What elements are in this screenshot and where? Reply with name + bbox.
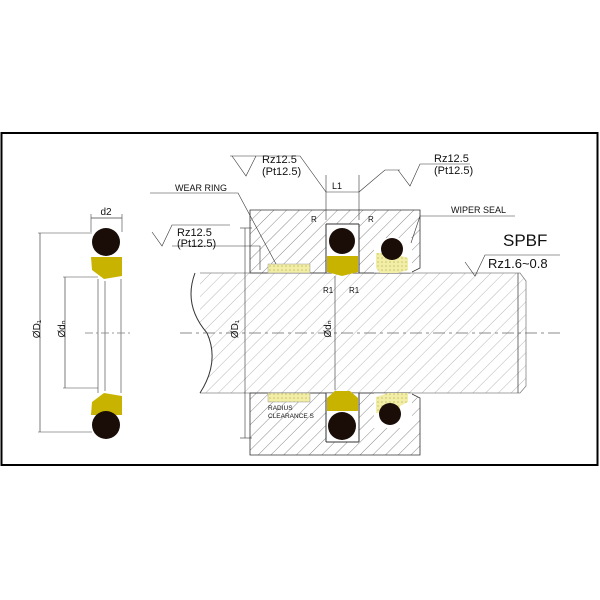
seal-top-yellow bbox=[327, 256, 358, 276]
surface-finish-main: Rz1.6~0.8 bbox=[488, 256, 548, 271]
rz-left-2: (Pt12.5) bbox=[177, 238, 216, 250]
odn-main-label: Ødₙ bbox=[323, 320, 334, 337]
wiper-oring-top bbox=[381, 238, 403, 260]
seal-oring-top bbox=[329, 228, 355, 254]
clearance-label: CLEARANCE S bbox=[268, 413, 315, 420]
rz-right-1: Rz12.5 bbox=[434, 153, 469, 165]
odn-ring-label: Ødₙ bbox=[57, 320, 68, 337]
r1-right-label: R1 bbox=[349, 286, 360, 295]
wear-ring-bottom bbox=[267, 392, 311, 403]
r1-left-label: R1 bbox=[323, 286, 334, 295]
rod bbox=[180, 272, 560, 394]
seal-bottom-yellow bbox=[327, 391, 358, 411]
od1-ring-label: ØD₁ bbox=[32, 319, 43, 338]
frame-border bbox=[0, 132, 599, 466]
ring-bottom-yellow bbox=[91, 393, 122, 415]
d2-label: d2 bbox=[100, 207, 112, 218]
radius-label: RADIUS bbox=[268, 405, 293, 412]
wiper-oring-bottom bbox=[379, 403, 401, 425]
wiper-top bbox=[376, 253, 408, 273]
wear-ring-label: WEAR RING bbox=[175, 183, 227, 193]
oring-top bbox=[92, 228, 120, 256]
wiper-seal-label: WIPER SEAL bbox=[451, 205, 506, 215]
rz-top-1: Rz12.5 bbox=[262, 154, 297, 166]
seal-oring-bottom bbox=[328, 412, 356, 440]
ring-top-yellow bbox=[91, 257, 122, 279]
oring-bottom bbox=[92, 411, 120, 439]
ring-section-view: d2 ØD₁ Ødₙ bbox=[32, 207, 130, 439]
rz-right-2: (Pt12.5) bbox=[434, 165, 473, 177]
r-left-label: R bbox=[311, 215, 317, 224]
rz-left-1: Rz12.5 bbox=[177, 227, 212, 239]
wear-ring-top bbox=[267, 263, 311, 274]
model-title: SPBF bbox=[503, 231, 547, 250]
rz-top-2: (Pt12.5) bbox=[262, 166, 301, 178]
od1-main-label: ØD₁ bbox=[230, 319, 241, 338]
r-right-label: R bbox=[368, 215, 374, 224]
l1-label: L1 bbox=[332, 181, 342, 191]
